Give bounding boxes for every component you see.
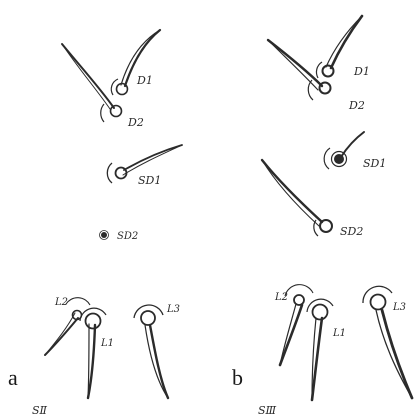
seta-sd1-b [324, 132, 364, 169]
seta-d2-b [268, 40, 331, 100]
label-sd1-b: SD1 [363, 157, 386, 170]
seta-l3-a [134, 305, 168, 398]
label-d2-a: D2 [127, 116, 144, 129]
panel-b: D1 D2 SD1 SD2 [232, 16, 412, 417]
label-sd1-a: SD1 [138, 174, 161, 187]
label-l3-a: L3 [166, 304, 180, 315]
label-sd2-a: SD2 [117, 231, 138, 242]
seta-l1-b [307, 299, 333, 400]
seta-l1-a [80, 308, 106, 398]
label-l1-a: L1 [100, 338, 114, 349]
segment-label-b: SⅢ [258, 404, 277, 417]
label-sd2-b: SD2 [340, 225, 363, 238]
seta-sd2-a [100, 231, 109, 240]
label-l1-b: L1 [332, 328, 346, 339]
label-l3-b: L3 [392, 302, 406, 313]
panel-letter-b: b [232, 365, 243, 390]
label-d1-b: D1 [353, 65, 370, 78]
label-d1-a: D1 [136, 74, 153, 87]
segment-label-a: SⅡ [32, 404, 48, 417]
label-d2-b: D2 [348, 99, 365, 112]
panel-letter-a: a [8, 365, 18, 390]
seta-sd2-b [262, 160, 332, 236]
label-l2-b: L2 [274, 292, 288, 303]
label-l2-a: L2 [54, 297, 68, 308]
panel-a: D1 D2 SD1 SD2 L2 [8, 30, 182, 417]
